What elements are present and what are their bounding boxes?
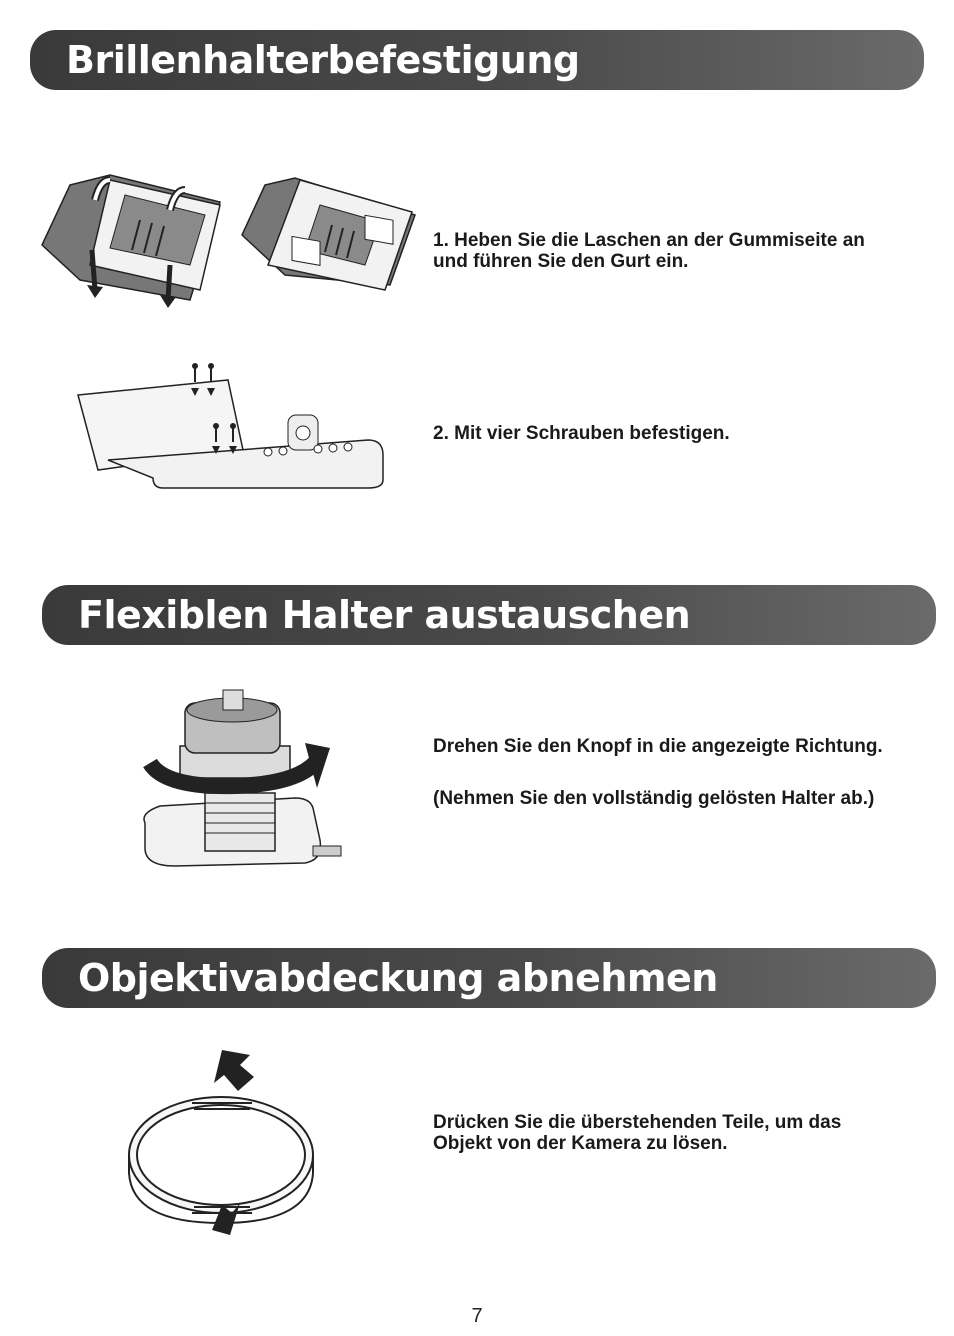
lens-cover-text: Drücken Sie die überstehenden Teile, um … bbox=[433, 1112, 842, 1154]
section-title-flexible-holder: Flexiblen Halter austauschen bbox=[42, 585, 936, 645]
knob-rotation-illustration bbox=[143, 689, 342, 867]
rotate-knob-text: Drehen Sie den Knopf in die angezeigte R… bbox=[433, 736, 883, 757]
strap-right-plate bbox=[241, 177, 416, 291]
lens-cover-illustration bbox=[128, 1050, 314, 1235]
remove-holder-note: (Nehmen Sie den vollständig gelösten Hal… bbox=[433, 788, 875, 809]
section-title-glasses-mount: Brillenhalterbefestigung bbox=[30, 30, 924, 90]
strap-left-plate bbox=[41, 174, 221, 308]
step-1-text: 1. Heben Sie die Laschen an der Gummisei… bbox=[433, 230, 865, 272]
page-number: 7 bbox=[471, 1305, 483, 1327]
screw-attachment-illustration bbox=[77, 363, 384, 489]
section-title-lens-cover: Objektivabdeckung abnehmen bbox=[42, 948, 936, 1008]
strap-insertion-illustration bbox=[41, 174, 416, 308]
step-2-text: 2. Mit vier Schrauben befestigen. bbox=[433, 423, 730, 444]
